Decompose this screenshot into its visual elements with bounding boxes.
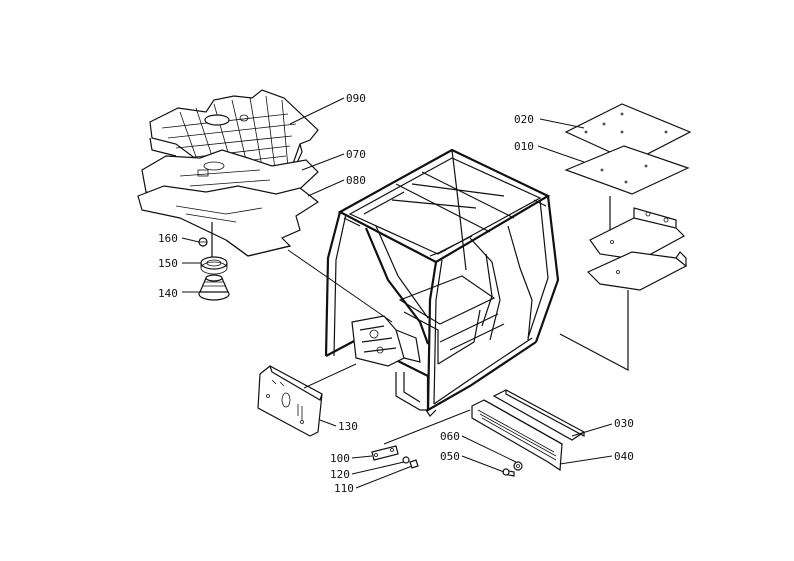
label-120: 120 [330, 468, 350, 481]
leader-lines [181, 97, 613, 489]
mount-plate-lower [586, 251, 688, 291]
bolt-050 [502, 468, 515, 477]
step-plate-040 [471, 399, 563, 472]
grommet-160 [198, 237, 208, 247]
step-to-cab-line [383, 409, 471, 445]
label-100: 100 [330, 452, 350, 465]
plate-to-cab-line [303, 363, 357, 389]
label-110: 110 [334, 482, 354, 495]
label-060: 060 [440, 430, 460, 443]
mat-to-cab-line [287, 249, 393, 323]
label-070: 070 [346, 148, 366, 161]
label-080: 080 [346, 174, 366, 187]
hinge-bar-100 [371, 445, 399, 461]
washer-060 [513, 461, 523, 471]
label-160: 160 [158, 232, 178, 245]
plate-guide-line [559, 290, 629, 371]
label-020: 020 [514, 113, 534, 126]
boot-140 [198, 274, 230, 301]
nut-120 [402, 456, 410, 464]
cab-frame [324, 148, 560, 417]
panel-plate-130 [257, 365, 323, 437]
roof-panel-010 [564, 145, 690, 195]
label-010: 010 [514, 140, 534, 153]
part-labels: 090 070 080 160 150 140 020 010 130 030 … [158, 92, 634, 495]
mount-plate-upper [589, 207, 685, 261]
label-140: 140 [158, 287, 178, 300]
label-130: 130 [338, 420, 358, 433]
label-090: 090 [346, 92, 366, 105]
label-150: 150 [158, 257, 178, 270]
label-050: 050 [440, 450, 460, 463]
label-040: 040 [614, 450, 634, 463]
ring-150 [200, 256, 228, 275]
floor-mat-080 [137, 185, 320, 257]
label-030: 030 [614, 417, 634, 430]
